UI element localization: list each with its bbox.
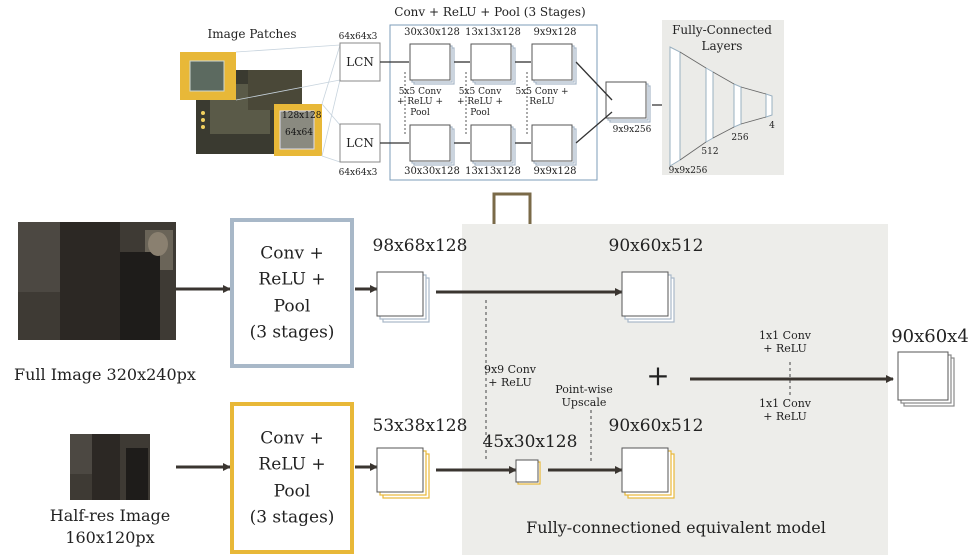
image-patches-label: Image Patches	[207, 27, 297, 41]
half-conv-box: Conv + ReLU + Pool (3 stages)	[230, 402, 354, 554]
fc-header-line1: Fully-Connected	[672, 23, 772, 37]
fc-dim-4: 4	[769, 121, 775, 131]
fc-header-line2: Layers	[701, 39, 743, 53]
patch-projection-lines	[235, 44, 341, 163]
merge-block	[605, 81, 651, 123]
stage-dim-bottom-2: 13x13x128	[465, 166, 521, 177]
lcn-bottom-label: LCN	[346, 136, 374, 150]
top-stage-block-upper-3	[531, 43, 577, 85]
merge-dim-label: 9x9x256	[612, 125, 652, 135]
fc-dim-3: 256	[731, 133, 749, 143]
conv1x1-bottom-label: 1x1 Conv + ReLU	[758, 397, 812, 423]
half-conv-box-text: Conv + ReLU + Pool (3 stages)	[249, 428, 335, 528]
half-conv-dim: 45x30x128	[482, 432, 578, 452]
top-output-block	[621, 271, 675, 323]
bottom-feature-blocks	[376, 271, 955, 499]
final-output-dim: 90x60x4	[891, 326, 969, 347]
top-stage-block-lower-1	[409, 124, 455, 166]
full-feature-block	[376, 271, 430, 323]
conv-stages-header: Conv + ReLU + Pool (3 Stages)	[394, 5, 586, 19]
full-feature-dim: 98x68x128	[372, 236, 468, 256]
stage-dim-bottom-3: 9x9x128	[533, 166, 577, 177]
half-feature-dim: 53x38x128	[372, 416, 468, 436]
stage-op-3: 5x5 Conv + ReLU	[515, 87, 569, 108]
stage-dim-bottom-1: 30x30x128	[404, 166, 460, 177]
stage-op-2: 5x5 Conv + ReLU + Pool	[457, 87, 503, 118]
stage-dim-top-2: 13x13x128	[465, 27, 521, 38]
lcn-input-bottom: 64x64x3	[338, 168, 378, 178]
half-image-label-2: 160x120px	[65, 528, 155, 547]
half-image-photo	[70, 434, 150, 500]
stage-dim-top-1: 30x30x128	[404, 27, 460, 38]
stage-dim-top-3: 9x9x128	[533, 27, 577, 38]
fc-layers	[669, 46, 773, 167]
half-image-label-1: Half-res Image	[49, 506, 171, 525]
lcn-input-top: 64x64x3	[338, 32, 378, 42]
image-patches-illustration	[180, 52, 322, 156]
conv9-label: 9x9 Conv + ReLU	[483, 363, 537, 389]
top-feature-blocks	[409, 43, 651, 166]
upscale-label: Point-wise Upscale	[555, 383, 613, 409]
top-stage-block-upper-2	[470, 43, 516, 85]
top-stage-block-lower-2	[470, 124, 516, 166]
top-dashed-dividers	[404, 72, 528, 135]
patch-large-label: 128x128	[282, 111, 322, 121]
plus-symbol: +	[646, 359, 670, 392]
lcn-top-label: LCN	[346, 55, 374, 69]
patch-small-label: 64x64	[285, 128, 313, 138]
top-stage-block-lower-3	[531, 124, 577, 166]
conv-stages-frame	[389, 24, 598, 181]
fc-connections	[679, 51, 767, 161]
full-image-label: Full Image 320x240px	[14, 365, 196, 384]
fc-dim-1: 9x9x256	[668, 166, 708, 176]
bottom-output-block	[621, 447, 675, 499]
bottom-dashed-guides	[485, 300, 791, 462]
top-output-dim: 90x60x512	[608, 236, 704, 256]
full-image-photo	[18, 222, 176, 340]
full-conv-box-text: Conv + ReLU + Pool (3 stages)	[249, 243, 335, 343]
region-caption: Fully-connectioned equivalent model	[526, 518, 826, 537]
half-feature-block	[376, 447, 430, 499]
half-conv-block	[515, 459, 541, 485]
top-connections	[380, 61, 670, 144]
fc-panel	[662, 20, 784, 175]
equivalent-model-panel	[462, 224, 888, 555]
fc-dim-2: 512	[701, 147, 719, 157]
top-stage-block-upper-1	[409, 43, 455, 85]
main-arrows	[176, 285, 894, 474]
stage-op-1: 5x5 Conv + ReLU + Pool	[397, 87, 443, 118]
conv1x1-top-label: 1x1 Conv + ReLU	[758, 329, 812, 355]
final-output-block	[897, 351, 955, 407]
full-conv-box: Conv + ReLU + Pool (3 stages)	[230, 218, 354, 368]
bottom-output-dim: 90x60x512	[608, 416, 704, 436]
